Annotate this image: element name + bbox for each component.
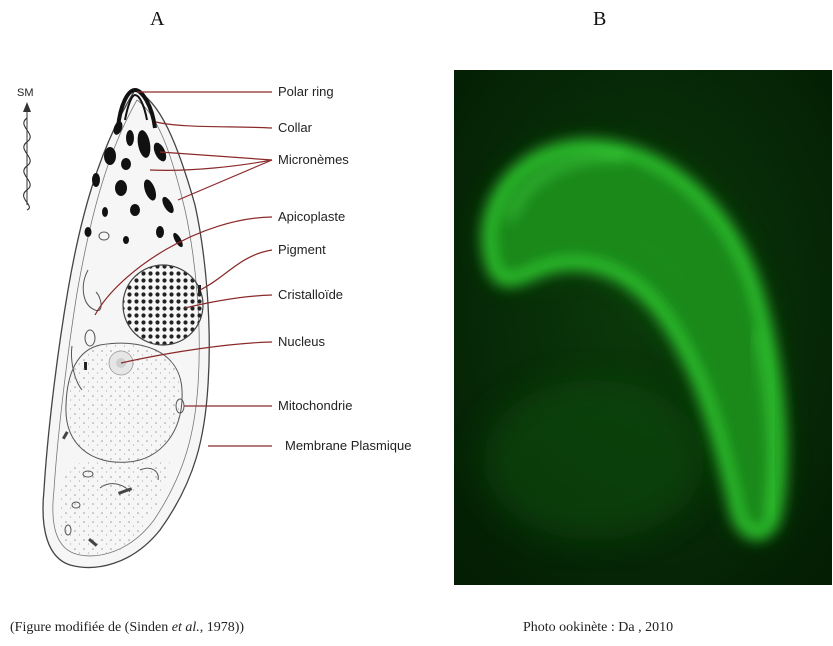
label-micronemes: Micronèmes (278, 152, 349, 167)
fluorescence-image (454, 70, 832, 585)
label-plasma-membrane: Membrane Plasmique (285, 438, 411, 453)
label-mitochondria: Mitochondrie (278, 398, 352, 413)
caption-a-italic: et al. (172, 620, 200, 635)
panel-a-letter: A (150, 8, 164, 31)
orientation-indicator: SM (17, 87, 34, 210)
figure-caption-b: Photo ookinète : Da , 2010 (523, 620, 673, 636)
label-nucleus: Nucleus (278, 334, 325, 349)
ookinete-fluorescence-photo (454, 70, 832, 585)
panel-b-letter: B (593, 8, 606, 31)
arrow-up-icon (23, 102, 31, 112)
caption-a-prefix: (Figure modifiée de (Sinden (10, 620, 172, 635)
ookinete-diagram: SM (0, 60, 450, 590)
label-polar-ring: Polar ring (278, 84, 334, 99)
label-apicoplast: Apicoplaste (278, 209, 345, 224)
figure-caption-a: (Figure modifiée de (Sinden et al., 1978… (10, 620, 244, 636)
label-pigment: Pigment (278, 242, 326, 257)
caption-a-suffix: , 1978)) (200, 620, 244, 635)
label-collar: Collar (278, 120, 313, 135)
nucleus (66, 343, 182, 462)
orientation-label: SM (17, 87, 34, 99)
crystalloid (123, 265, 203, 345)
label-crystalloid: Cristalloïde (278, 287, 343, 302)
